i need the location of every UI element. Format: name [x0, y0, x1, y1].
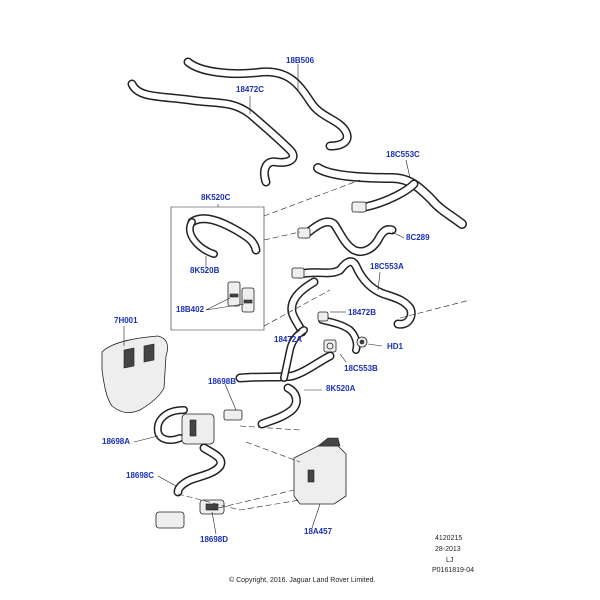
copyright: © Copyright, 2016. Jaguar Land Rover Lim…	[229, 577, 376, 584]
label-18698B: 18698B	[208, 377, 237, 386]
label-18C553C: 18C553C	[386, 150, 420, 159]
dashed-guides	[177, 179, 471, 511]
pump-18698D[interactable]	[155, 499, 225, 529]
valve-block-18698B[interactable]	[153, 406, 243, 445]
heat-shield-7H001[interactable]	[101, 335, 168, 414]
ref-number: 4120215	[435, 535, 463, 542]
label-8K520B: 8K520B	[190, 266, 220, 275]
hose-18698C[interactable]	[173, 443, 226, 497]
hose-18C553A[interactable]	[291, 257, 416, 329]
hose-18472A[interactable]	[287, 277, 319, 337]
label-18698A: 18698A	[102, 437, 131, 446]
label-8C289: 8C289	[406, 233, 430, 242]
leader-lines	[123, 64, 411, 535]
label-18C553B: 18C553B	[344, 364, 378, 373]
label-18B402: 18B402	[176, 305, 205, 314]
inset-box-8K520C	[170, 206, 265, 331]
label-18C553A: 18C553A	[370, 262, 404, 271]
label-8K520A: 8K520A	[326, 384, 356, 393]
hose-8C289[interactable]	[297, 217, 397, 257]
hose-18B506[interactable]	[183, 57, 352, 151]
label-18698D: 18698D	[200, 535, 229, 544]
ref-initials: LJ	[446, 557, 454, 564]
hose-18C553C[interactable]	[313, 163, 467, 229]
clip-HD1[interactable]	[356, 336, 368, 348]
label-HD1: HD1	[387, 342, 404, 351]
label-8K520C: 8K520C	[201, 193, 231, 202]
ref-date: 28-2013	[435, 546, 461, 553]
label-18B506: 18B506	[286, 56, 315, 65]
bracket-18A457[interactable]	[293, 437, 347, 505]
label-18472B: 18472B	[348, 308, 377, 317]
pipe-8K520A[interactable]	[235, 326, 335, 429]
label-18698C: 18698C	[126, 471, 155, 480]
label-18472C: 18472C	[236, 85, 265, 94]
hose-18472C[interactable]	[127, 79, 298, 187]
label-18472A: 18472A	[274, 335, 303, 344]
hose-18472B[interactable]	[317, 311, 361, 354]
label-7H001: 7H001	[114, 316, 138, 325]
label-18A457: 18A457	[304, 527, 333, 536]
ref-code: P0161819-04	[432, 567, 475, 574]
fitting-18C553B[interactable]	[323, 339, 337, 353]
